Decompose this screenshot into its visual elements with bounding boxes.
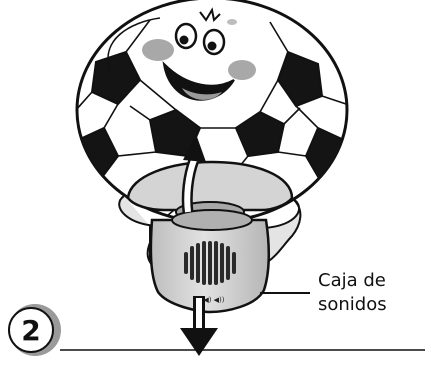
soccer-ball-face-icon: [75, 0, 349, 224]
step-badge: 2: [8, 304, 61, 356]
sound-box: ○ ◀) ◀)): [149, 209, 271, 314]
speaker-grille-icon: [184, 241, 236, 285]
arrow-down-icon: [180, 296, 218, 356]
volume-markings: ○ ◀) ◀)): [195, 296, 225, 304]
callout-label-line1: Caja de: [318, 270, 386, 291]
callout-label-line2: sonidos: [318, 294, 387, 315]
arrow-up-icon: [181, 134, 206, 213]
step-number: 2: [21, 314, 40, 347]
